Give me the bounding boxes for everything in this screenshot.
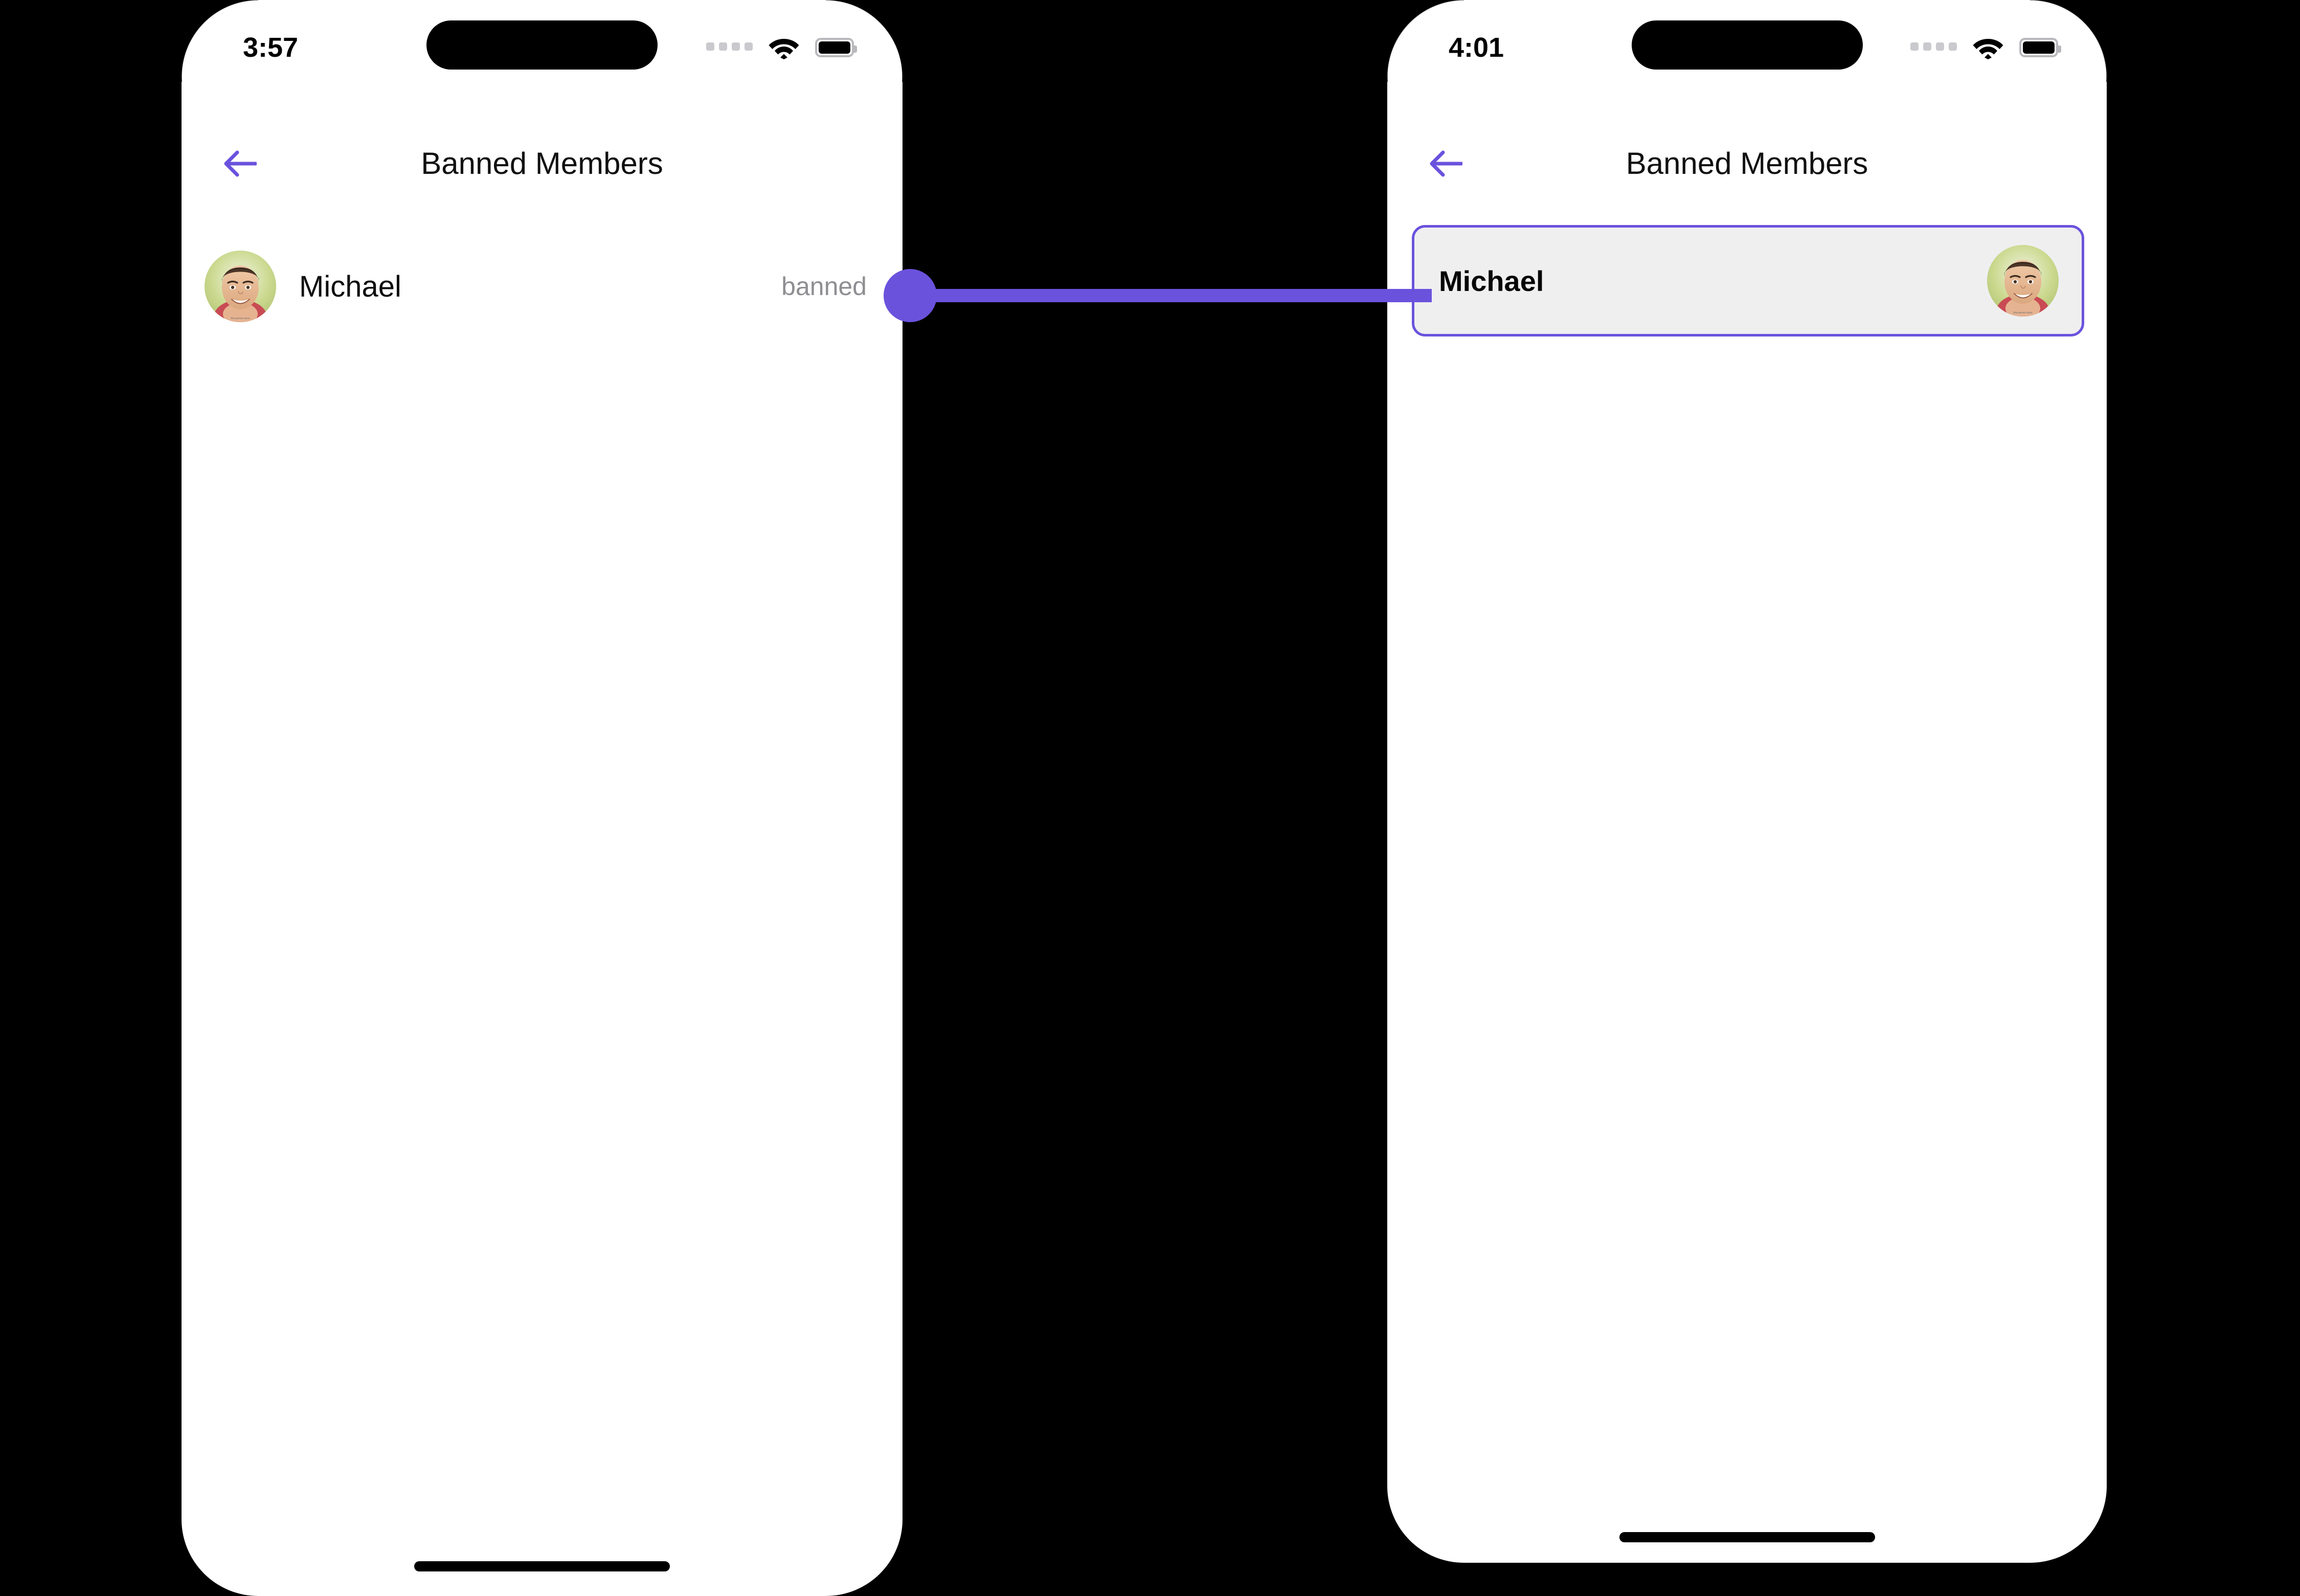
back-arrow-icon (1430, 150, 1462, 177)
dynamic-island (426, 20, 658, 70)
status-bar: 4:01 (1387, 25, 2107, 71)
signal-dots-icon (1910, 42, 1957, 53)
svg-text:this-person-does: this-person-does (231, 317, 250, 320)
user-avatar-michael: this-person-does (1987, 245, 2059, 317)
battery-icon (815, 38, 857, 57)
battery-icon (2019, 38, 2061, 57)
highlighted-member-row[interactable]: Michael (1412, 225, 2084, 336)
page-title: Banned Members (1626, 146, 1868, 181)
wifi-icon (1973, 39, 2003, 59)
status-bar: 3:57 (182, 25, 903, 71)
back-button[interactable] (1418, 136, 1474, 192)
dynamic-island (1631, 20, 1863, 70)
status-indicators (706, 36, 857, 59)
action-arrow-icon (884, 269, 1432, 322)
back-arrow-icon (224, 150, 257, 177)
status-time: 3:57 (243, 32, 299, 63)
wifi-icon (769, 39, 799, 59)
user-avatar-michael: this-person-does (205, 251, 276, 322)
list-item[interactable]: this-person-does Michael banned (182, 245, 903, 327)
svg-text:this-person-does: this-person-does (2013, 311, 2033, 314)
phone-screen-before: 3:57 B (182, 0, 903, 1596)
member-name: Michael (299, 269, 401, 303)
signal-dots-icon (706, 42, 753, 53)
banned-status-label: banned (781, 272, 867, 301)
back-button[interactable] (212, 136, 268, 192)
phone-screen-after: 4:01 B (1387, 0, 2107, 1563)
status-time: 4:01 (1449, 32, 1504, 63)
nav-bar: Banned Members (182, 136, 903, 192)
status-indicators (1910, 36, 2061, 59)
home-indicator (1619, 1532, 1875, 1542)
page-title: Banned Members (421, 146, 663, 181)
member-name: Michael (1439, 264, 1544, 297)
nav-bar: Banned Members (1387, 136, 2107, 192)
home-indicator (414, 1561, 670, 1571)
